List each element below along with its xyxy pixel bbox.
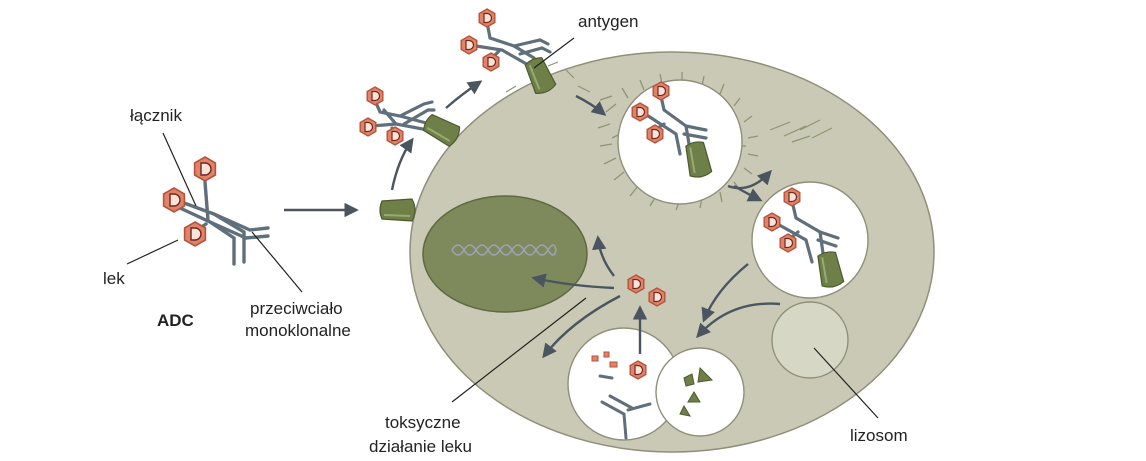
adc-free (162, 156, 270, 266)
degraded-fragments (591, 351, 618, 368)
drug-label: lek (103, 269, 125, 288)
adc-antigen (460, 8, 558, 98)
adc-in-late-endosome (763, 187, 846, 290)
adc-in-endosome (631, 81, 714, 180)
endosome (597, 72, 759, 211)
lysosome (771, 301, 849, 379)
nucleus (422, 195, 588, 313)
dna-icon (451, 244, 557, 256)
leader-lines (126, 37, 879, 419)
toxic-effect-label-line1: toksyczne (385, 413, 461, 432)
lysosome-label: lizosom (850, 426, 908, 445)
membrane-texture (505, 61, 833, 143)
late-endosome (751, 181, 869, 299)
antibody-label-line2: monoklonalne (245, 321, 351, 340)
antigen-label: antygen (578, 12, 639, 31)
toxic-effect-label-line2: działanie leku (369, 437, 472, 456)
linker-label: łącznik (130, 106, 182, 125)
pathway-arrows (284, 80, 781, 359)
antigen-receptor (379, 198, 416, 222)
degraded-antibody (598, 374, 652, 440)
adc-label: ADC (157, 311, 194, 330)
receptor-fragments (679, 366, 714, 417)
adc-binding (359, 86, 464, 149)
antibody-label-line1: przeciwciało (250, 299, 343, 318)
